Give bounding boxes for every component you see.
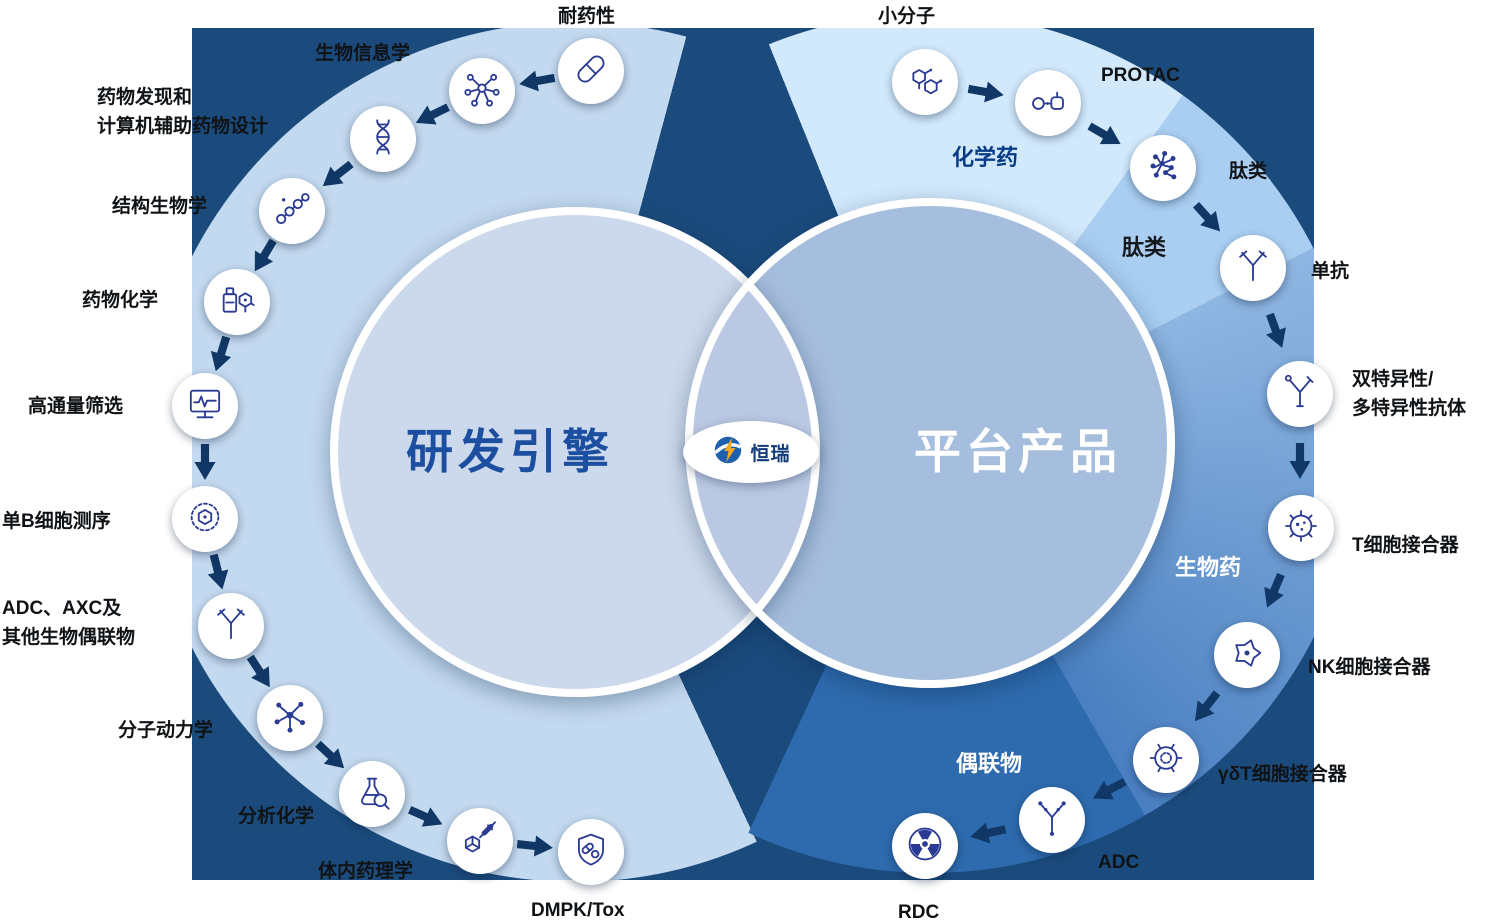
icon-node bbox=[1133, 727, 1199, 793]
icon-node bbox=[1220, 235, 1286, 301]
node-label: ADC、AXC及 其他生物偶联物 bbox=[2, 598, 136, 648]
icon-node bbox=[204, 269, 270, 335]
compound-syringe-icon bbox=[460, 819, 500, 864]
icon-node bbox=[1015, 70, 1081, 136]
icon-node bbox=[558, 38, 624, 104]
node-label: 单B细胞测序 bbox=[2, 511, 111, 532]
node-label: 肽类 bbox=[1229, 161, 1268, 182]
wedge-label-biologics: 生物药 bbox=[1175, 555, 1242, 580]
node-label: 小分子 bbox=[878, 6, 936, 27]
node-label: 单抗 bbox=[1311, 261, 1350, 282]
wedge-label-peptides: 肽类 bbox=[1122, 235, 1167, 260]
icon-node bbox=[892, 49, 958, 115]
node-label: 结构生物学 bbox=[112, 196, 208, 217]
hengrui-logo-text: 恒瑞 bbox=[750, 443, 791, 465]
icon-node bbox=[198, 593, 264, 659]
shield-pills-icon bbox=[571, 830, 611, 875]
molecular-dynamics-icon bbox=[270, 696, 310, 741]
icon-node bbox=[172, 486, 238, 552]
flask-magnifier-icon bbox=[352, 772, 392, 817]
node-label: PROTAC bbox=[1101, 65, 1180, 86]
node-label: 分析化学 bbox=[238, 806, 315, 827]
node-label: ADC bbox=[1098, 852, 1140, 873]
icon-node bbox=[1214, 622, 1280, 688]
node-label: 双特异性/ 多特异性抗体 bbox=[1352, 369, 1467, 419]
node-label: 药物化学 bbox=[82, 290, 159, 311]
icon-node bbox=[1019, 787, 1085, 853]
icon-node bbox=[558, 819, 624, 885]
icon-node bbox=[449, 58, 515, 124]
node-label: 生物信息学 bbox=[315, 43, 411, 64]
wedge-label-chemical-drugs: 化学药 bbox=[952, 145, 1019, 170]
antibody-icon bbox=[211, 604, 251, 649]
node-label: 耐药性 bbox=[558, 6, 616, 27]
icon-node bbox=[259, 178, 325, 244]
icon-node bbox=[892, 813, 958, 879]
left-circle-title: 研发引擎 bbox=[406, 425, 614, 478]
node-label: γδT细胞接合器 bbox=[1218, 764, 1347, 785]
icon-node bbox=[1130, 135, 1196, 201]
icon-node bbox=[1268, 495, 1334, 561]
right-circle-title: 平台产品 bbox=[914, 425, 1122, 478]
small-molecule-icon bbox=[905, 60, 945, 105]
hengrui-logo: 恒瑞 bbox=[683, 421, 819, 483]
nk-cell-engager-icon bbox=[1227, 633, 1267, 678]
bioinformatics-network-icon bbox=[462, 69, 502, 114]
b-cell-icon bbox=[185, 497, 225, 542]
icon-node bbox=[447, 808, 513, 874]
node-label: T细胞接合器 bbox=[1352, 535, 1459, 556]
pill-icon bbox=[571, 49, 611, 94]
hengrui-logo-icon bbox=[711, 433, 745, 472]
node-label: 高通量筛选 bbox=[28, 396, 124, 417]
node-label: RDC bbox=[898, 902, 940, 923]
icon-node bbox=[339, 761, 405, 827]
adc-antibody-icon bbox=[1032, 798, 1072, 843]
dna-icon bbox=[363, 117, 403, 162]
icon-node bbox=[257, 685, 323, 751]
icon-node bbox=[350, 106, 416, 172]
icon-node bbox=[1267, 361, 1333, 427]
medicine-bottle-molecule-icon bbox=[217, 280, 257, 325]
protac-link-icon bbox=[1028, 81, 1068, 126]
t-cell-engager-icon bbox=[1281, 506, 1321, 551]
wedge-label-conjugates: 偶联物 bbox=[956, 751, 1023, 776]
icon-node bbox=[172, 373, 238, 439]
node-label: 体内药理学 bbox=[318, 861, 414, 882]
monoclonal-antibody-icon bbox=[1233, 246, 1273, 291]
bispecific-antibody-icon bbox=[1280, 372, 1320, 417]
gdt-cell-engager-icon bbox=[1146, 738, 1186, 783]
node-label: NK细胞接合器 bbox=[1308, 657, 1431, 678]
node-label: 药物发现和 计算机辅助药物设计 bbox=[97, 87, 269, 137]
node-label: 分子动力学 bbox=[118, 720, 214, 741]
radiation-icon bbox=[905, 824, 945, 869]
molecule-chain-icon bbox=[272, 189, 312, 234]
screening-monitor-icon bbox=[185, 384, 225, 429]
node-label: DMPK/Tox bbox=[531, 900, 625, 921]
peptide-beads-icon bbox=[1143, 146, 1183, 191]
